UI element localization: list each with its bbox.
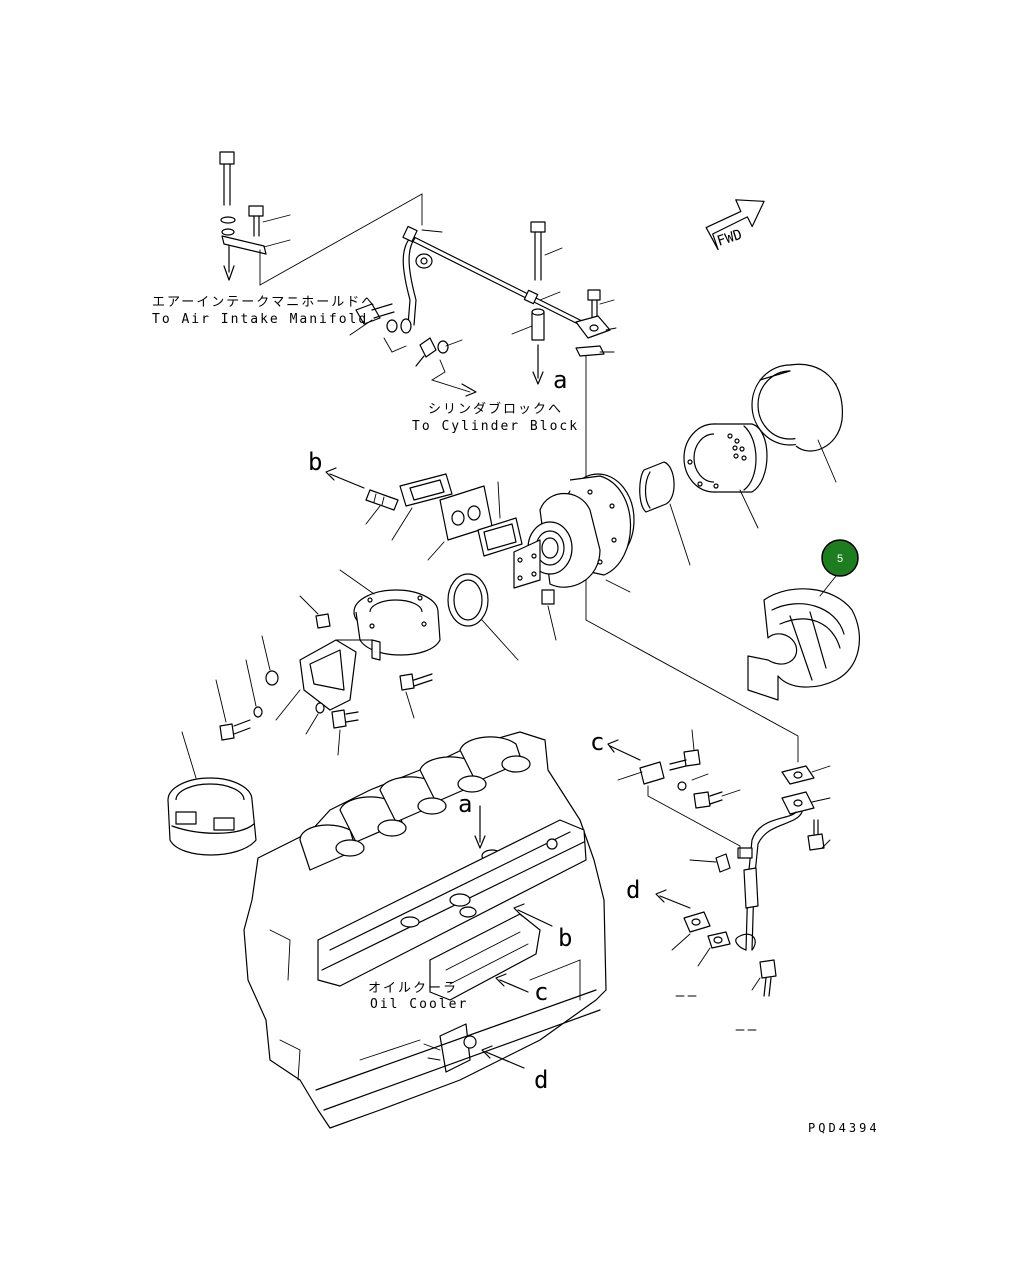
drawing-code: PQD4394 xyxy=(808,1121,880,1135)
ref-letter-b-block: b xyxy=(558,924,572,952)
engine-block xyxy=(243,731,607,1129)
elbow-bolts xyxy=(299,595,433,719)
ref-letter-d-block: d xyxy=(534,1066,548,1094)
turbocharger xyxy=(513,473,635,641)
fwd-label: FWD xyxy=(715,227,744,250)
hose-clamp xyxy=(639,461,691,566)
oil-cooler-label-jp: オイルクーラ xyxy=(368,981,458,996)
intake-hose-connector xyxy=(167,731,257,856)
air-intake-label-en: To Air Intake Manifold xyxy=(152,312,368,327)
turbo-oil-pipe xyxy=(402,225,593,332)
ref-letter-c-block: c xyxy=(534,978,548,1006)
turbo-heat-shield xyxy=(747,575,860,701)
callout-5[interactable]: 5 xyxy=(821,539,859,577)
exhaust-elbow-adapter xyxy=(339,569,441,661)
oil-inlet-parts: c d xyxy=(590,728,757,1031)
turbo-gaskets xyxy=(391,473,523,661)
turbo-support-bracket xyxy=(275,639,373,721)
block-reference-arrows: a b c d xyxy=(458,790,572,1094)
oil-drain-parts xyxy=(735,765,831,997)
air-cleaner-element xyxy=(751,363,843,483)
callout-5-badge[interactable] xyxy=(821,539,859,577)
forward-direction-arrow: FWD xyxy=(705,199,765,251)
air-intake-bolt-group xyxy=(219,151,423,286)
callout-5-number[interactable]: 5 xyxy=(837,553,843,565)
oil-cooler-label-en: Oil Cooler xyxy=(370,997,468,1012)
oil-pipe-fittings xyxy=(349,303,477,397)
cylinder-block-label-en: To Cylinder Block xyxy=(412,419,579,434)
bracket-fasteners xyxy=(215,635,359,756)
ref-letter-d-right: d xyxy=(626,876,640,904)
stud-bolt-b: b xyxy=(308,448,399,525)
cylinder-block-label-jp: シリンダブロックへ xyxy=(428,401,563,417)
ref-letter-a-block: a xyxy=(458,790,472,818)
ref-letter-a-top: a xyxy=(553,366,567,394)
ref-letter-b-left: b xyxy=(308,448,322,476)
air-cleaner-housing xyxy=(683,423,768,529)
air-intake-label-jp: エアーインテークマニホールドへ xyxy=(152,295,376,310)
leader-turbo-to-drain xyxy=(585,619,799,763)
ref-letter-c-right: c xyxy=(590,728,604,756)
turbo-stud-bolts: a xyxy=(511,221,617,621)
